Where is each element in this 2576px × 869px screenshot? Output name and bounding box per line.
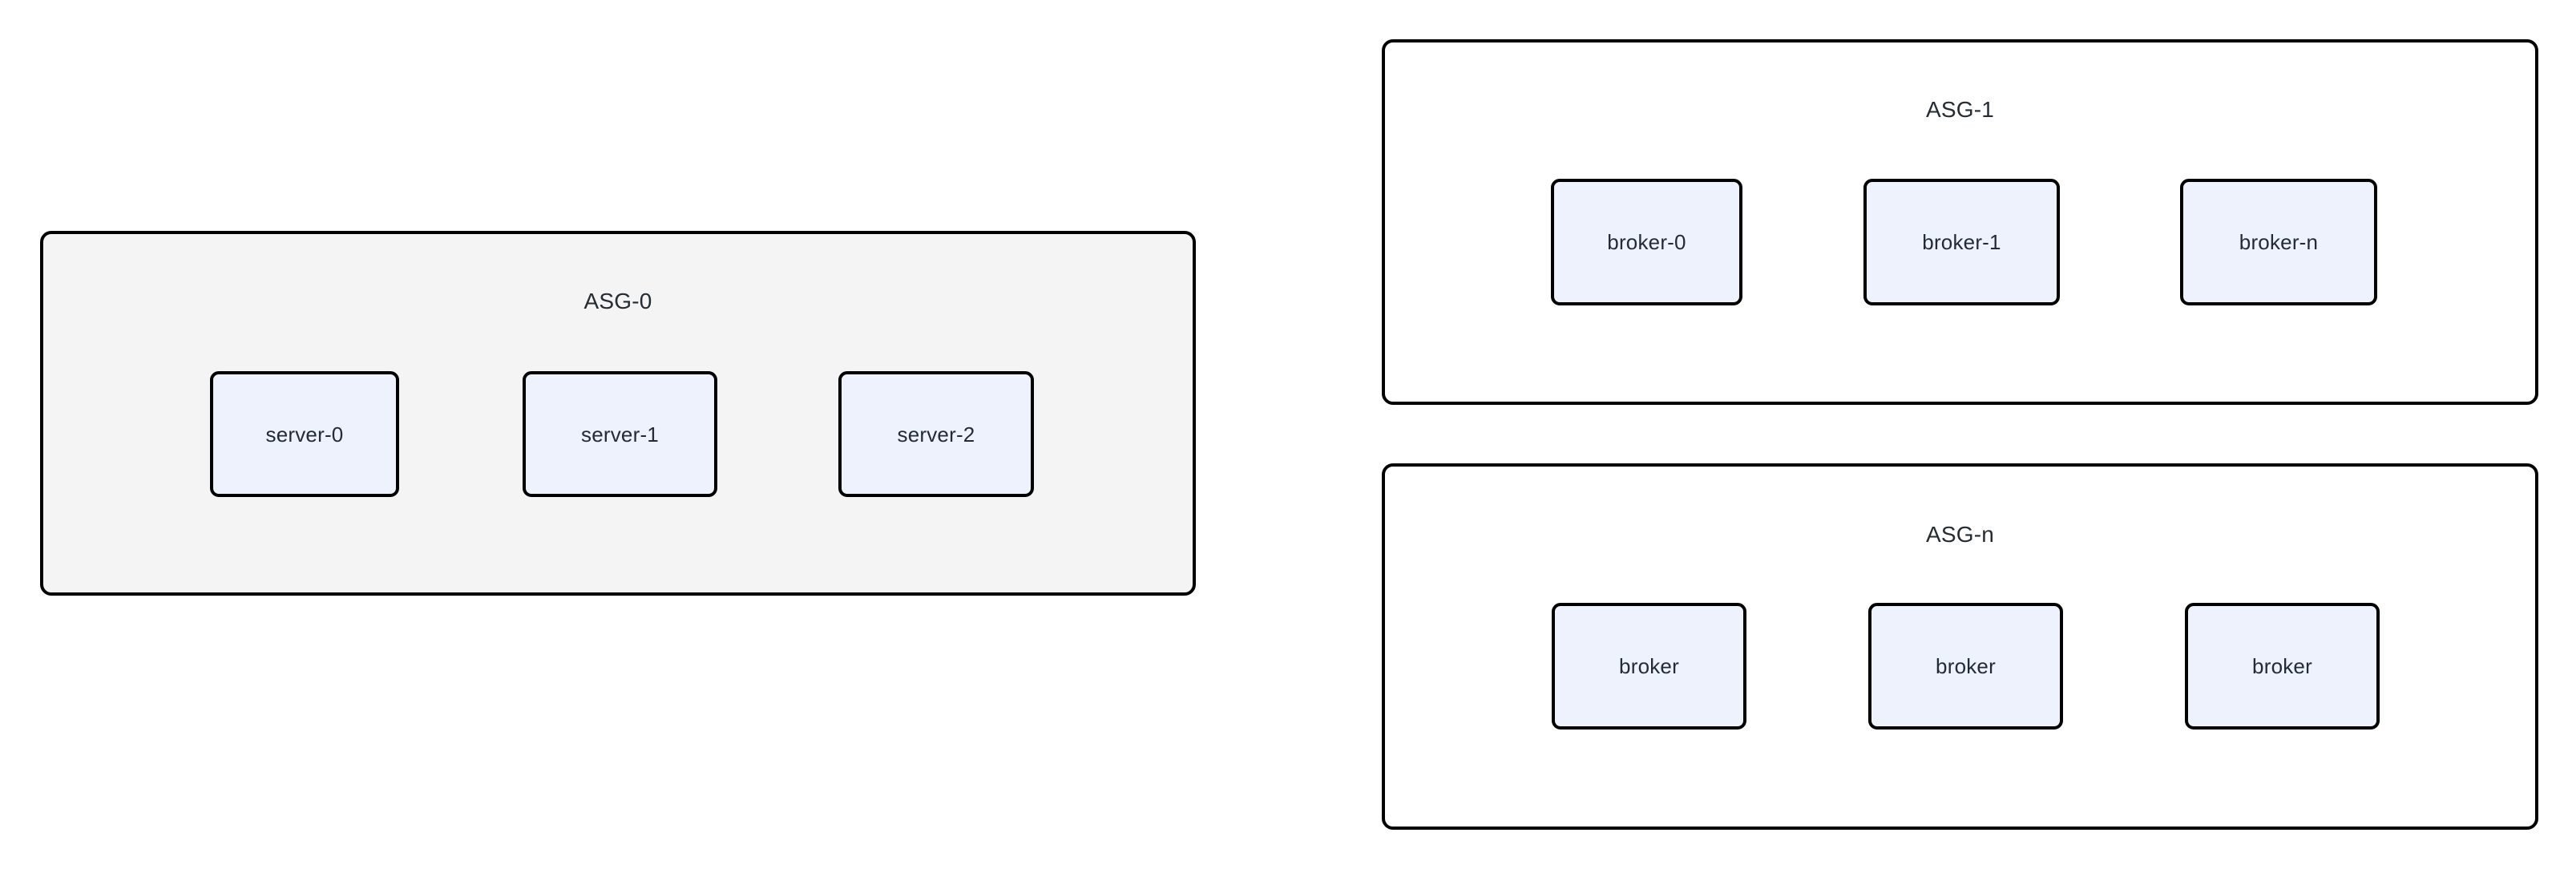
- node-label-server-2: server-2: [897, 422, 975, 447]
- node-server-2[interactable]: server-2: [838, 371, 1034, 497]
- node-broker-c[interactable]: broker: [2185, 603, 2380, 730]
- node-label-server-1: server-1: [581, 422, 659, 447]
- node-label-broker-a: broker: [1619, 654, 1679, 678]
- node-broker-a[interactable]: broker: [1552, 603, 1746, 730]
- node-server-1[interactable]: server-1: [523, 371, 717, 497]
- node-label-broker-n: broker-n: [2239, 230, 2319, 254]
- group-label-asg-0: ASG-0: [583, 289, 652, 313]
- node-broker-b[interactable]: broker: [1868, 603, 2063, 730]
- node-label-broker-0: broker-0: [1607, 230, 1686, 254]
- node-broker-n[interactable]: broker-n: [2180, 179, 2377, 305]
- node-server-0[interactable]: server-0: [210, 371, 399, 497]
- node-label-broker-c: broker: [2252, 654, 2312, 678]
- node-label-broker-b: broker: [1936, 654, 1996, 678]
- node-label-server-0: server-0: [265, 422, 344, 447]
- node-broker-0[interactable]: broker-0: [1551, 179, 1742, 305]
- group-label-asg-1: ASG-1: [1925, 97, 1995, 122]
- node-broker-1[interactable]: broker-1: [1863, 179, 2060, 305]
- group-label-asg-n: ASG-n: [1925, 522, 1995, 547]
- node-label-broker-1: broker-1: [1922, 230, 2001, 254]
